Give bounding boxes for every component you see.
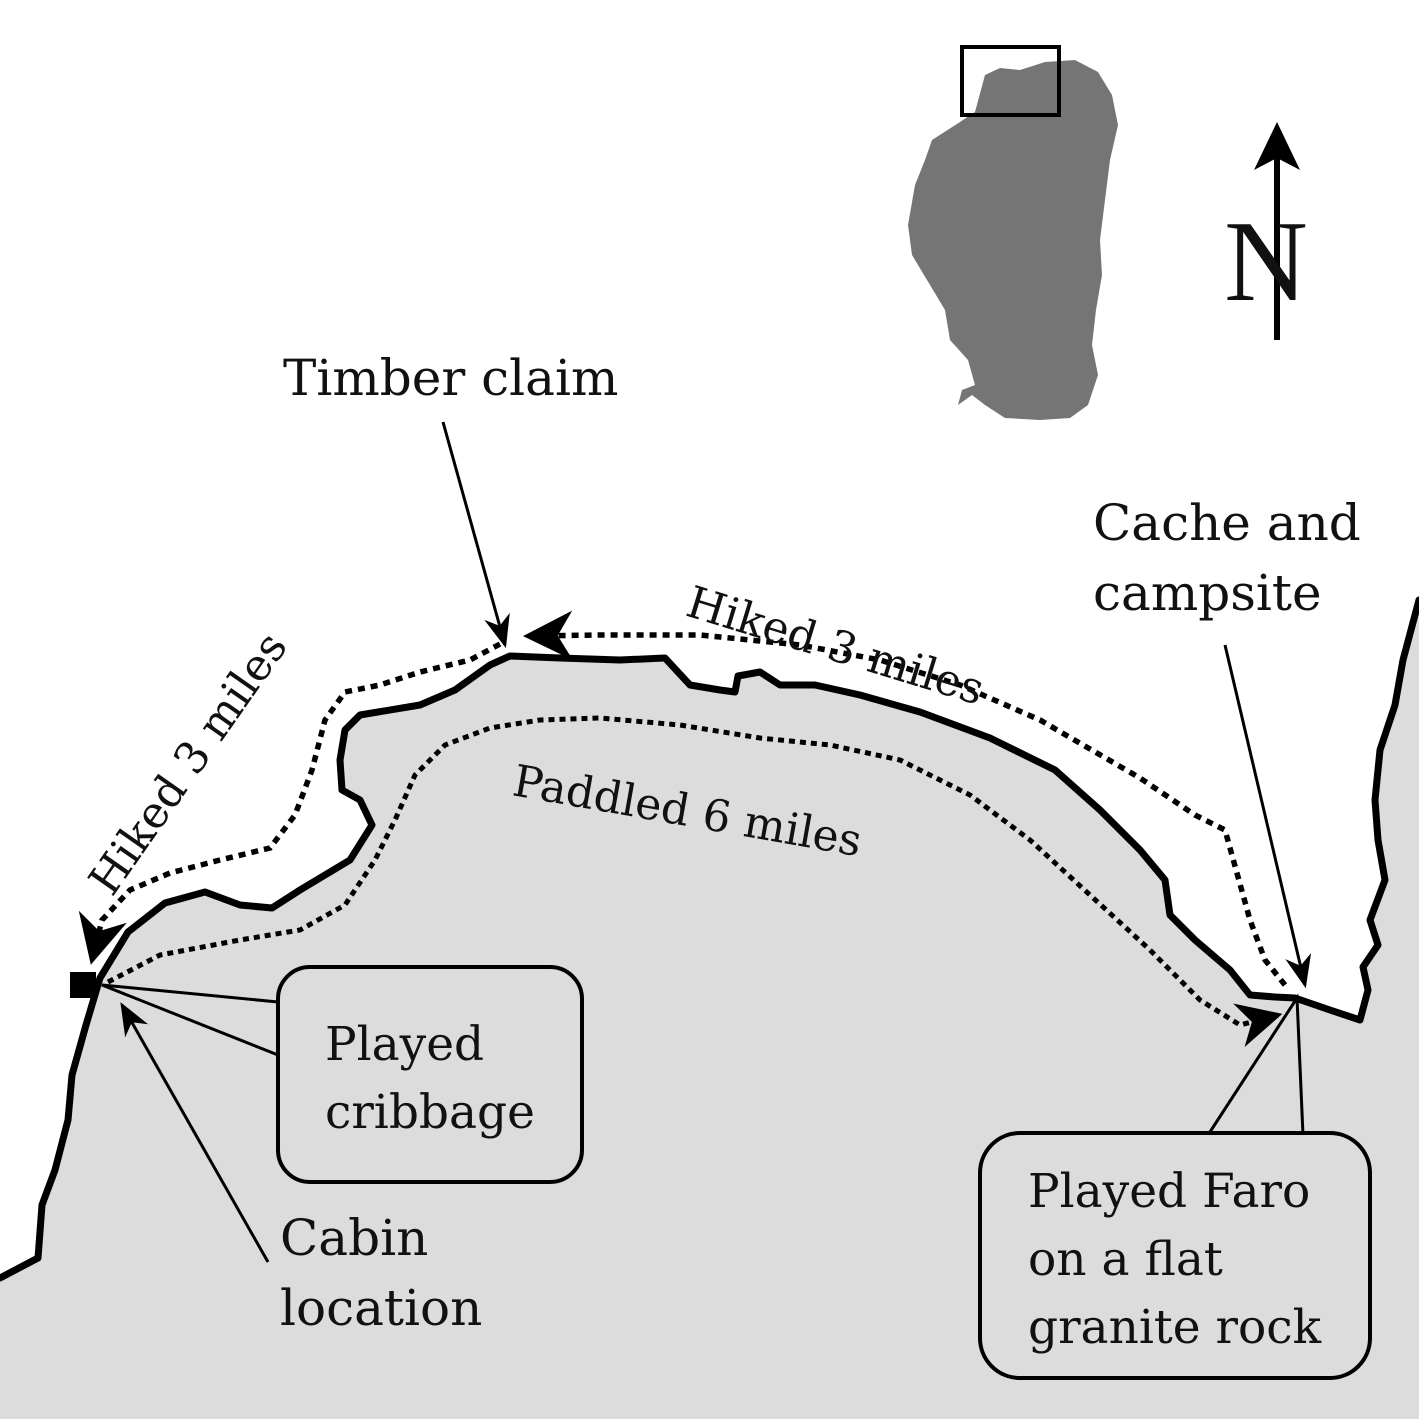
cribbage-callout-pointer xyxy=(101,983,279,1057)
cabin-marker xyxy=(70,972,96,998)
cache-label-line-2: campsite xyxy=(1093,564,1322,622)
cribbage-label-line-2: cribbage xyxy=(325,1085,535,1140)
inset-lake xyxy=(908,60,1118,420)
route-label-hiked-left: Hiked 3 miles xyxy=(79,623,297,904)
timber-claim-label: Timber claim xyxy=(283,349,618,407)
north-label: N xyxy=(1224,198,1308,326)
leader-lines xyxy=(101,421,1312,1263)
cribbage-label-line-1: Played xyxy=(325,1017,484,1072)
faro-callout-pointer xyxy=(1206,993,1305,1136)
cache-pointer xyxy=(1223,644,1312,989)
routes xyxy=(78,610,1288,1048)
cabin-label-line-1: Cabin xyxy=(280,1209,428,1267)
cribbage-callout-box xyxy=(276,965,584,1184)
cabin-label-line-2: location xyxy=(280,1279,482,1337)
route-paddled xyxy=(106,715,1283,1048)
timber-claim-pointer xyxy=(441,421,510,649)
route-hiked-left xyxy=(78,641,502,965)
cache-label-line-1: Cache and xyxy=(1093,494,1361,552)
inset-highlight-box xyxy=(960,45,1061,117)
north-arrow: N xyxy=(1224,122,1308,340)
cabin-pointer xyxy=(120,1002,270,1263)
faro-label-line-3: granite rock xyxy=(1028,1300,1322,1355)
faro-label-line-2: on a flat xyxy=(1028,1232,1223,1287)
faro-callout-box xyxy=(978,1131,1372,1380)
north-arrowhead-icon xyxy=(1254,122,1300,170)
shoreline xyxy=(0,596,1419,1282)
route-hiked-right xyxy=(523,610,1288,987)
inset-lake-map xyxy=(908,45,1118,420)
faro-label-line-1: Played Faro xyxy=(1028,1164,1310,1219)
